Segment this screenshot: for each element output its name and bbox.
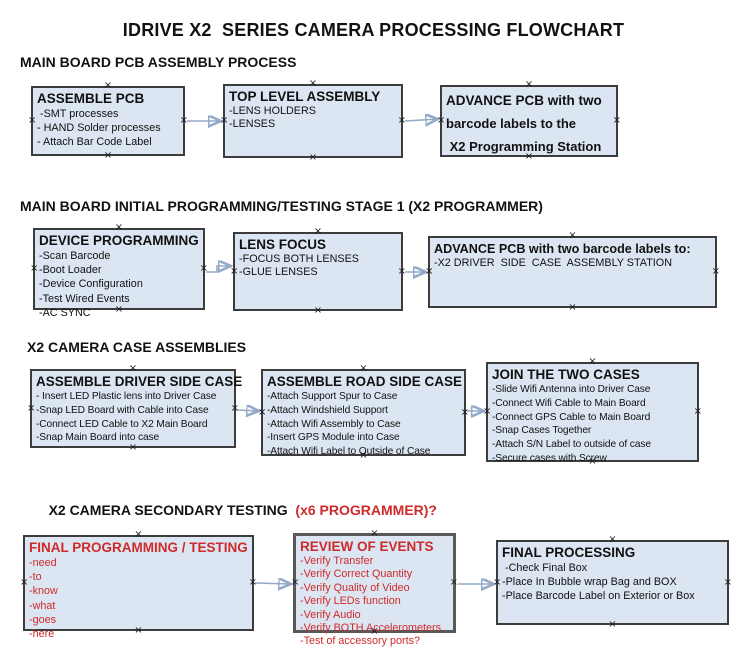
connector-arrow-2[interactable] <box>404 119 438 121</box>
box-item: -Attach S/N Label to outside of case <box>492 439 651 451</box>
box-title: ASSEMBLE ROAD SIDE CASE <box>267 374 463 389</box>
box-item: -Snap Main Board into case <box>36 432 160 444</box>
box-title: FINAL PROCESSING <box>502 545 636 560</box>
section-heading-initial-programming: MAIN BOARD INITIAL PROGRAMMING/TESTING S… <box>20 198 543 214</box>
box-item: -goes <box>29 613 57 626</box>
heading-red-part: (x6 PROGRAMMER)? <box>295 502 437 518</box>
section-heading-pcb-assembly: MAIN BOARD PCB ASSEMBLY PROCESS <box>20 54 297 70</box>
flow-box-assemble-driver-side-case[interactable]: ASSEMBLE DRIVER SIDE CASE - Insert LED P… <box>27 364 243 453</box>
flow-box-advance-pcb-programming-station[interactable]: ADVANCE PCB with two barcode labels to t… <box>437 80 621 162</box>
box-item: -what <box>29 599 56 612</box>
flow-box-top-level-assembly[interactable]: TOP LEVEL ASSEMBLY -LENS HOLDERS -LENSES… <box>220 79 406 163</box>
box-item: -Verify Audio <box>300 608 361 621</box>
box-item: -Place Barcode Label on Exterior or Box <box>502 590 695 603</box>
box-item: -here <box>29 628 55 641</box>
flow-box-device-programming[interactable]: DEVICE PROGRAMMING -Scan Barcode -Boot L… <box>30 223 208 319</box>
box-item: -Verify Quality of Video <box>300 581 410 594</box>
box-item: -Snap LED Board with Cable into Case <box>36 404 209 416</box>
box-item: -Test Wired Events <box>39 292 130 305</box>
box-title: LENS FOCUS <box>239 237 327 252</box>
box-item: -Scan Barcode <box>39 250 111 262</box>
flow-box-advance-pcb-driver-side[interactable]: ADVANCE PCB with two barcode labels to: … <box>425 231 720 313</box>
box-title: ASSEMBLE PCB <box>37 91 145 106</box>
page-title: IDRIVE X2 SERIES CAMERA PROCESSING FLOWC… <box>122 20 625 40</box>
box-item: -Insert GPS Module into Case <box>267 432 400 444</box>
flow-box-join-the-two-cases[interactable]: JOIN THE TWO CASES -Slide Wifi Antenna i… <box>483 357 702 467</box>
box-item: -LENS HOLDERS <box>229 105 316 117</box>
box-item: -Secure cases with Screw <box>492 452 607 464</box>
section-heading-secondary-testing: X2 CAMERA SECONDARY TESTING (x6 PROGRAMM… <box>33 486 437 534</box>
box-item: -Verify Correct Quantity <box>300 568 413 581</box>
flow-box-final-programming-testing[interactable]: FINAL PROGRAMMING / TESTING -need -to -k… <box>20 530 257 641</box>
box-item: -to <box>29 571 42 584</box>
box-item: barcode labels to the <box>446 116 577 131</box>
box-item: -X2 DRIVER SIDE CASE ASSEMBLY STATION <box>434 257 672 269</box>
section-heading-case-assemblies: X2 CAMERA CASE ASSEMBLIES <box>27 339 247 355</box>
connector-arrow-3[interactable] <box>206 266 231 272</box>
flow-box-assemble-pcb[interactable]: ASSEMBLE PCB -SMT processes - HAND Solde… <box>28 81 188 161</box>
box-item: -Connect GPS Cable to Main Board <box>492 411 651 423</box>
box-item: -Slide Wifi Antenna into Driver Case <box>492 384 651 395</box>
box-item: -Connect Wifi Cable to Main Board <box>492 397 646 409</box>
box-item: -Verify LEDs function <box>300 595 401 608</box>
flow-box-final-processing[interactable]: FINAL PROCESSING -Check Final Box -Place… <box>493 535 732 630</box>
box-title: JOIN THE TWO CASES <box>492 367 640 382</box>
box-item: -SMT processes <box>37 108 119 120</box>
box-item: -need <box>29 557 57 569</box>
flow-box-assemble-road-side-case[interactable]: ASSEMBLE ROAD SIDE CASE -Attach Support … <box>258 364 469 461</box>
heading-black-part: X2 CAMERA SECONDARY TESTING <box>48 502 296 518</box>
box-title: ASSEMBLE DRIVER SIDE CASE <box>36 374 243 389</box>
box-item: -Check Final Box <box>502 562 588 574</box>
connection-handle-icon: × <box>291 577 300 588</box>
box-title: REVIEW OF EVENTS <box>300 539 434 554</box>
box-item: -FOCUS BOTH LENSES <box>239 253 359 265</box>
box-item: -Attach Wifi Label to Outside of Case <box>267 446 431 458</box>
box-item: - Attach Bar Code Label <box>37 136 152 149</box>
connector-arrow-5[interactable] <box>236 410 259 411</box>
box-item: -know <box>29 585 58 598</box>
box-title: ADVANCE PCB with two <box>446 93 602 108</box>
box-title: ADVANCE PCB with two barcode labels to: <box>434 242 691 256</box>
box-item: -Attach Windshield Support <box>267 404 388 416</box>
box-item: -Attach Support Spur to Case <box>267 391 398 402</box>
box-item: -Verify Transfer <box>300 555 374 567</box>
box-item: -Connect LED Cable to X2 Main Board <box>36 418 208 430</box>
box-item: - HAND Solder processes <box>37 122 161 135</box>
box-item: X2 Programming Station <box>446 139 602 154</box>
box-item: -Place In Bubble wrap Bag and BOX <box>502 576 677 589</box>
flow-box-lens-focus[interactable]: LENS FOCUS -FOCUS BOTH LENSES -GLUE LENS… <box>230 227 406 316</box>
box-item: -Snap Cases Together <box>492 425 592 437</box>
connector-arrow-7[interactable] <box>254 583 291 584</box>
box-title: DEVICE PROGRAMMING <box>39 233 199 248</box>
box-item: -Boot Loader <box>39 264 102 277</box>
box-item: - Insert LED Plastic lens into Driver Ca… <box>36 391 217 402</box>
box-item: -Verify BOTH Accelerometers <box>300 622 441 635</box>
box-title: FINAL PROGRAMMING / TESTING <box>29 540 248 555</box>
flow-box-review-of-events[interactable]: REVIEW OF EVENTS -Verify Transfer -Verif… <box>291 529 458 648</box>
box-title: TOP LEVEL ASSEMBLY <box>229 89 381 104</box>
box-item: -Attach Wifi Assembly to Case <box>267 418 401 430</box>
box-item: -Device Configuration <box>39 278 143 291</box>
box-item: -AC SYNC <box>39 306 91 319</box>
box-item: -LENSES <box>229 118 276 130</box>
box-item: -Test of accessory ports? <box>300 635 421 648</box>
box-item: -GLUE LENSES <box>239 266 318 278</box>
